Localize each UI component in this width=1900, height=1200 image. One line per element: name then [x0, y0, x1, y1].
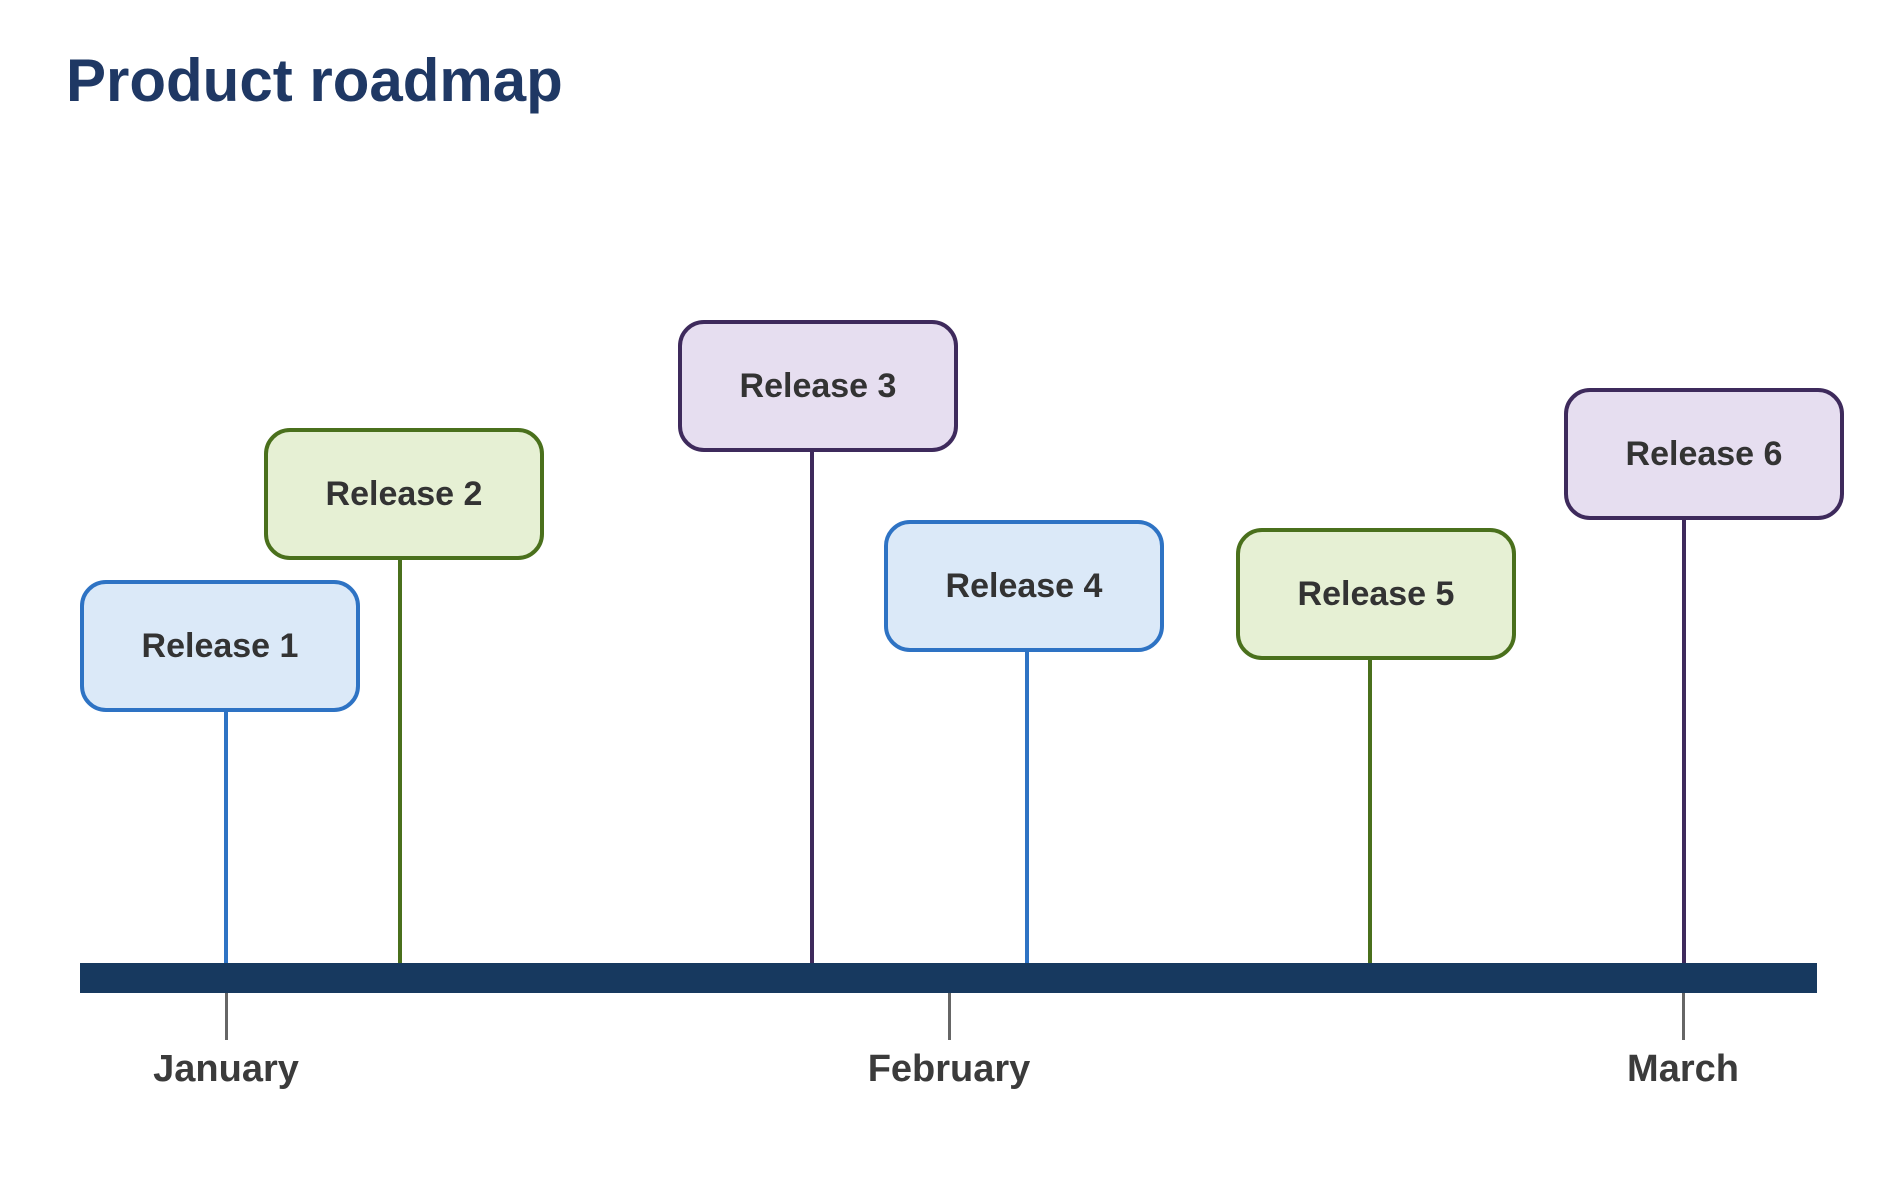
- release-stem-2: [398, 556, 402, 963]
- release-label: Release 3: [739, 366, 897, 405]
- release-box-3: Release 3: [678, 320, 958, 452]
- release-label: Release 4: [945, 566, 1103, 605]
- month-label-february: February: [867, 1048, 1031, 1090]
- release-label: Release 6: [1625, 434, 1783, 473]
- release-box-4: Release 4: [884, 520, 1164, 652]
- page-title: Product roadmap: [66, 47, 563, 114]
- release-label: Release 2: [325, 474, 483, 513]
- release-box-5: Release 5: [1236, 528, 1516, 660]
- release-stem-6: [1682, 516, 1686, 963]
- release-box-2: Release 2: [264, 428, 544, 560]
- month-label-march: March: [1627, 1048, 1739, 1090]
- release-stem-1: [224, 708, 228, 963]
- release-label: Release 5: [1297, 574, 1455, 613]
- month-tick-march: [1682, 993, 1685, 1040]
- month-tick-february: [948, 993, 951, 1040]
- month-label-january: January: [153, 1048, 299, 1090]
- release-box-1: Release 1: [80, 580, 360, 712]
- release-stem-5: [1368, 656, 1372, 963]
- release-label: Release 1: [141, 626, 299, 665]
- month-tick-january: [225, 993, 228, 1040]
- release-stem-3: [810, 448, 814, 963]
- timeline-bar: [80, 963, 1817, 993]
- release-stem-4: [1025, 648, 1029, 963]
- release-box-6: Release 6: [1564, 388, 1844, 520]
